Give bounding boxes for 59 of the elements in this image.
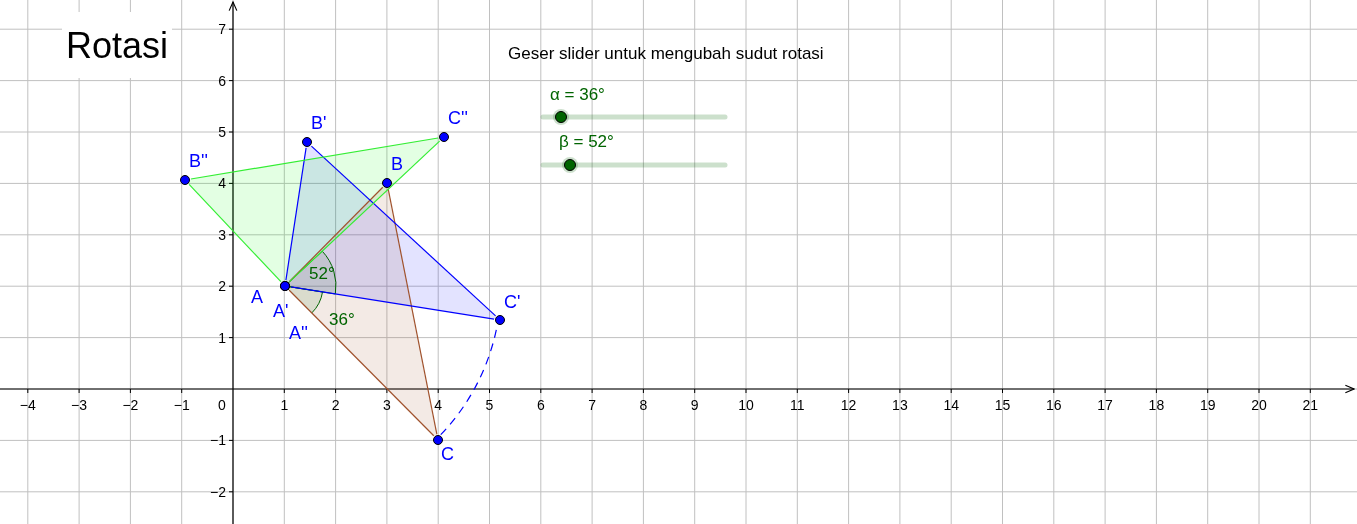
axis-tick-label: 19 [1199,398,1216,412]
axis-tick-label: 4 [218,176,226,191]
point-label: A [251,288,263,306]
axis-tick-label: 5 [218,125,226,139]
point-label: B' [311,114,327,132]
angle-label: 36° [329,311,355,328]
axis-tick-label: 4 [434,398,443,412]
axis-tick-label: 12 [840,398,857,412]
axis-tick-label: 0 [218,398,226,412]
point-label: A' [273,302,289,320]
axis-tick-label: 18 [1148,398,1165,412]
axis-tick-label: 6 [218,73,226,88]
triangle-side [290,286,495,320]
axis-tick-label: −2 [210,484,226,499]
axis-tick-label: 5 [485,398,494,412]
axis-tick-label: 2 [331,398,340,412]
axis-tick-label: 16 [1046,398,1062,412]
axis-tick-label: 3 [383,398,391,412]
axis-tick-label: 6 [536,398,545,412]
point-label: B'' [189,152,208,170]
axis-tick-label: −1 [210,433,226,448]
slider-label: β = 52° [559,133,614,150]
triangle-side [288,140,441,283]
axis-tick-label: 9 [690,398,699,412]
point-label: C [441,445,454,463]
point-label: B [391,155,403,173]
title: Rotasi [62,12,173,78]
axis-tick-label: 8 [639,398,648,412]
triangle-side [285,147,307,281]
axis-tick-label: 17 [1097,398,1113,412]
triangle-side [310,145,497,317]
axis-tick-label: 1 [218,330,226,345]
instruction-text: Geser slider untuk mengubah sudut rotasi [508,45,824,62]
axis-tick-label: 21 [1302,398,1319,412]
point-label: A'' [289,324,308,342]
axis-tick-label: 10 [738,398,754,412]
triangle-side [288,289,435,437]
axis-tick-label: 1 [280,398,289,412]
axis-tick-label: −1 [173,398,190,412]
triangle-side [190,137,439,180]
axis-tick-label: −2 [122,398,139,412]
axis-tick-label: 14 [943,398,959,412]
triangle-side [188,183,282,283]
axis-tick-label: 2 [218,279,226,294]
axis-tick-label: −3 [71,398,88,412]
axis-tick-label: −4 [19,398,36,412]
angle-label: 52° [309,265,335,282]
triangle-side [387,188,438,435]
axis-tick-label: 3 [218,227,226,242]
axis-tick-label: 15 [994,398,1011,412]
axis-tick-label: 11 [790,398,805,412]
slider-label: α = 36° [550,86,605,103]
point-label: C'' [448,109,468,127]
axis-tick-label: 7 [588,398,596,412]
axis-tick-label: 20 [1251,398,1267,412]
point-label: C' [504,293,521,311]
triangle-side [288,186,384,283]
axis-tick-label: 7 [218,22,226,37]
axis-tick-label: 13 [892,398,908,412]
